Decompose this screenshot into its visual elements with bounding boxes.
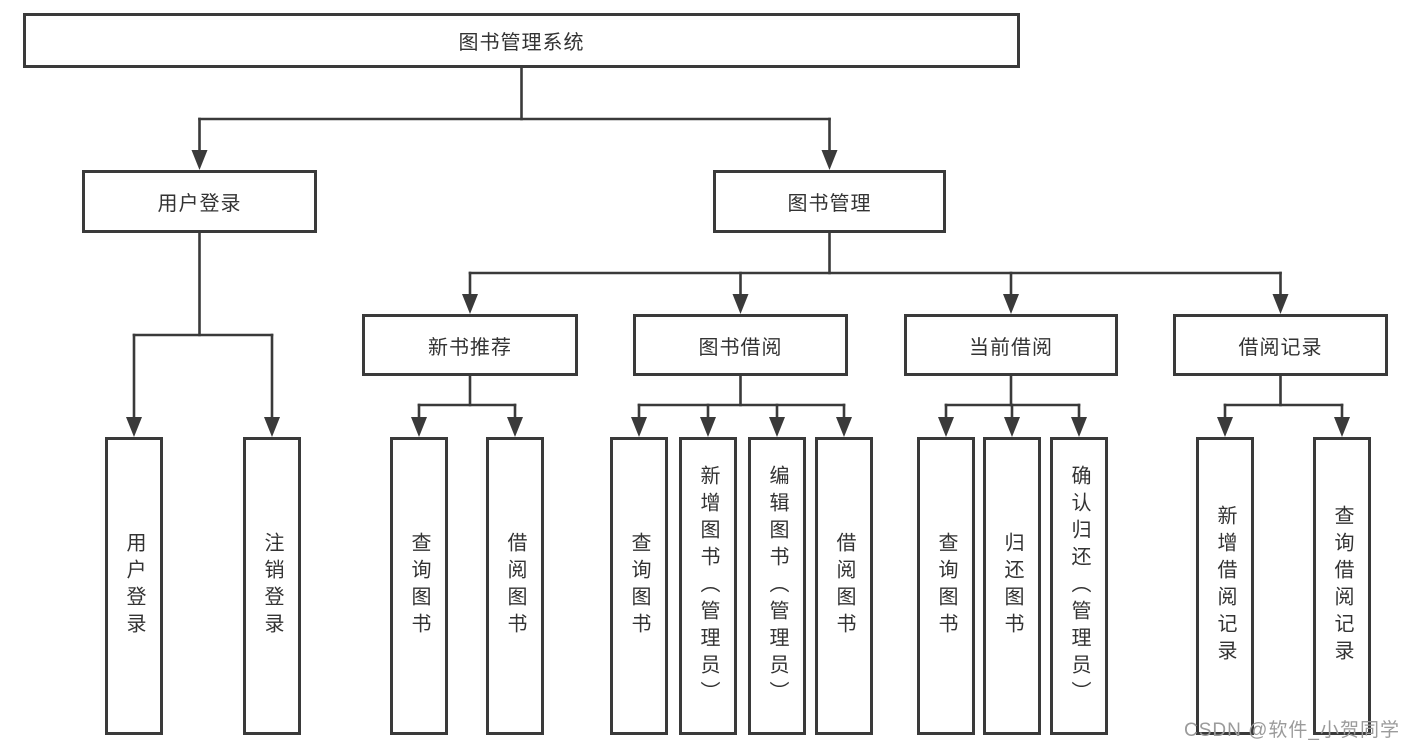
node-user-login: 用户登录	[82, 170, 317, 233]
leaf-records-query-record: 查询借阅记录	[1313, 437, 1371, 735]
node-book-management: 图书管理	[713, 170, 946, 233]
node-current-borrow: 当前借阅	[904, 314, 1118, 376]
leaf-borrow-borrow-book: 借阅图书	[815, 437, 873, 735]
leaf-logout: 注销登录	[243, 437, 301, 735]
leaf-borrow-edit-book-admin: 编辑图书（管理员）	[748, 437, 806, 735]
csdn-watermark: CSDN @软件_小贺同学	[1184, 720, 1400, 741]
leaf-current-return-book: 归还图书	[983, 437, 1041, 735]
leaf-current-query-book: 查询图书	[917, 437, 975, 735]
leaf-user-login: 用户登录	[105, 437, 163, 735]
node-book-borrow: 图书借阅	[633, 314, 848, 376]
node-new-book-recommend: 新书推荐	[362, 314, 578, 376]
leaf-current-confirm-return-admin: 确认归还（管理员）	[1050, 437, 1108, 735]
leaf-newbooks-query-book: 查询图书	[390, 437, 448, 735]
leaf-newbooks-borrow-book: 借阅图书	[486, 437, 544, 735]
node-root: 图书管理系统	[23, 13, 1020, 68]
node-borrow-records: 借阅记录	[1173, 314, 1388, 376]
leaf-records-add-record: 新增借阅记录	[1196, 437, 1254, 735]
leaf-borrow-query-book: 查询图书	[610, 437, 668, 735]
leaf-borrow-add-book-admin: 新增图书（管理员）	[679, 437, 737, 735]
